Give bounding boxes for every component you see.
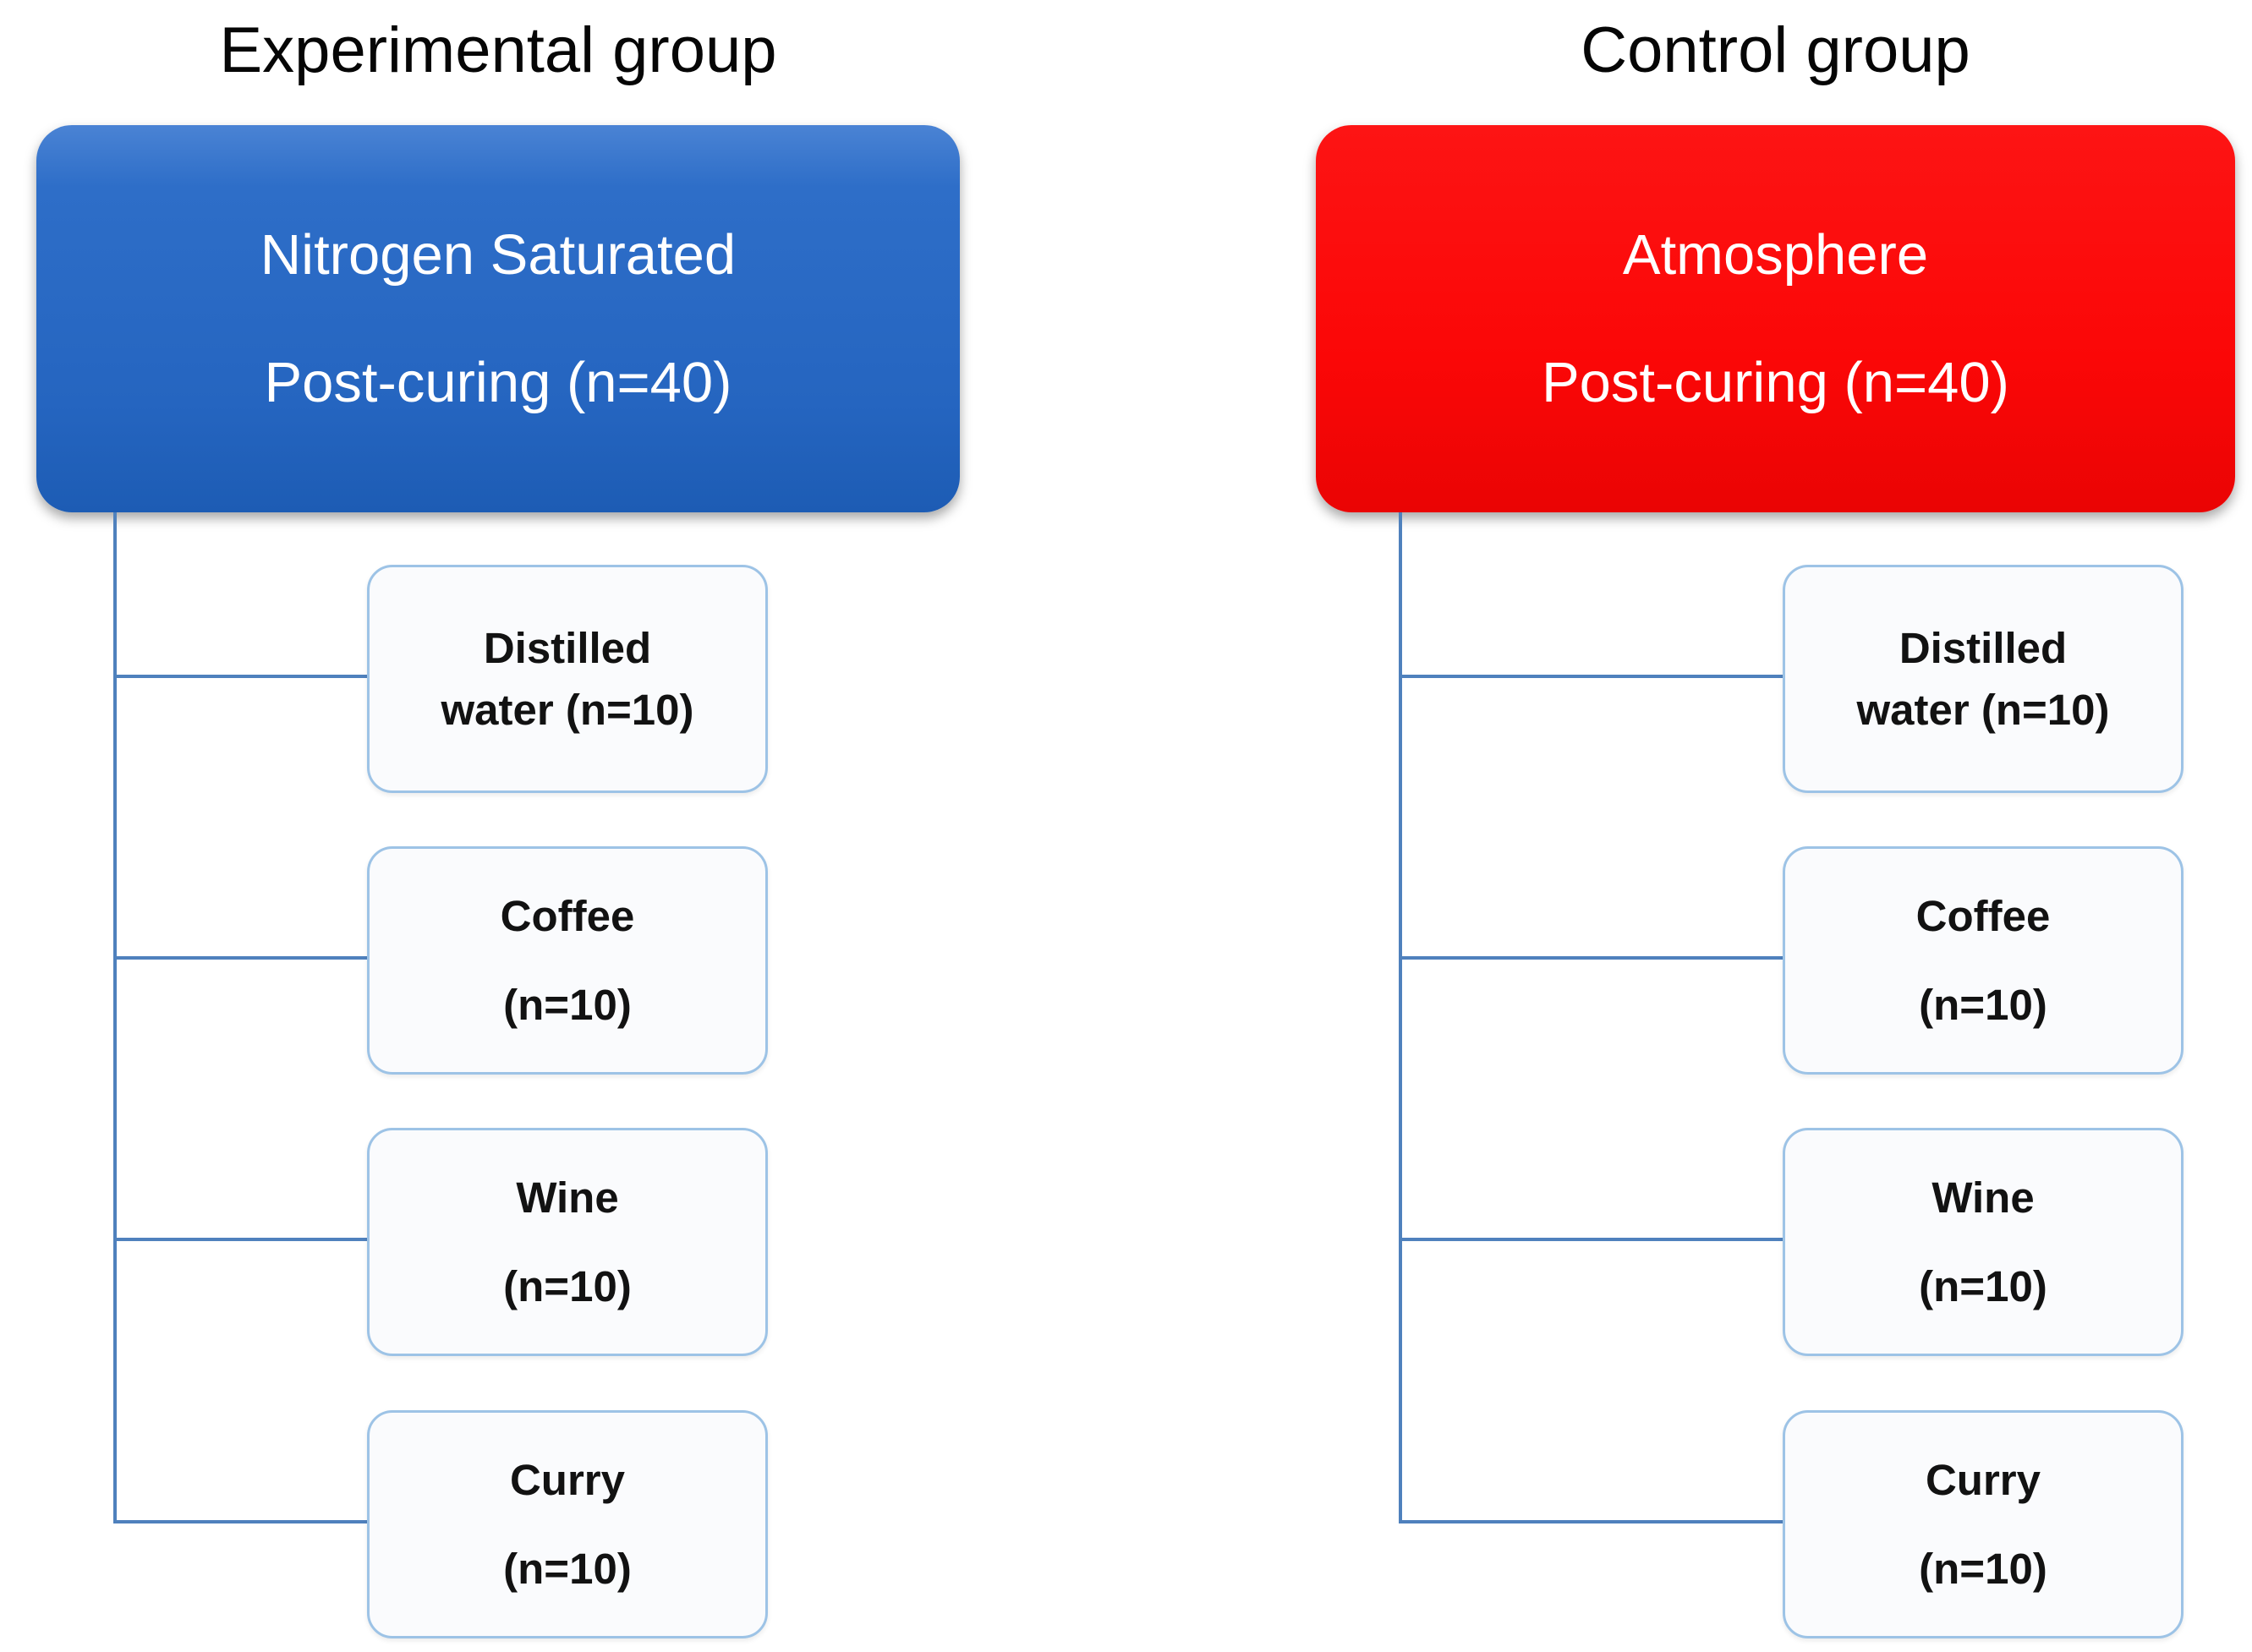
connector-branch [113,956,367,960]
parent-node-line: Post-curing (n=40) [264,351,732,414]
child-node-line: water (n=10) [1856,686,2110,734]
child-node-coffee: Coffee (n=10) [1783,846,2184,1075]
child-node-line: water (n=10) [441,686,694,734]
connector-branch [113,1238,367,1241]
child-node-line: Curry [509,1456,626,1504]
child-node-line: Distilled [1899,624,2068,672]
child-node-line: (n=10) [503,1262,632,1310]
child-node-line: Distilled [483,624,652,672]
control-parent-node: Atmosphere Post-curing (n=40) [1316,125,2235,512]
child-node-line: Wine [1931,1173,2035,1222]
connector-trunk [113,512,117,1522]
connector-branch [1399,675,1783,678]
child-node-wine: Wine (n=10) [367,1128,768,1356]
child-node-line: (n=10) [1919,1262,2047,1310]
child-node-line: Coffee [500,892,635,940]
child-node-line: Curry [1925,1456,2041,1504]
parent-node-line: Post-curing (n=40) [1541,351,2009,414]
child-node-distilled-water: Distilled water (n=10) [367,565,768,793]
child-node-curry: Curry (n=10) [1783,1410,2184,1638]
child-node-curry: Curry (n=10) [367,1410,768,1638]
connector-branch [1399,956,1783,960]
experimental-column-title: Experimental group [219,14,777,86]
control-column-title: Control group [1581,14,1970,86]
child-node-line: (n=10) [503,981,632,1029]
connector-branch [113,675,367,678]
child-node-line: (n=10) [503,1545,632,1593]
connector-branch [1399,1238,1783,1241]
child-node-line: Coffee [1915,892,2051,940]
child-node-wine: Wine (n=10) [1783,1128,2184,1356]
experimental-parent-node: Nitrogen Saturated Post-curing (n=40) [36,125,960,512]
parent-node-line: Atmosphere [1622,223,1929,287]
child-node-line: (n=10) [1919,1545,2047,1593]
connector-branch [1399,1520,1783,1523]
connector-trunk [1399,512,1402,1522]
child-node-line: Wine [516,1173,619,1222]
parent-node-line: Nitrogen Saturated [260,223,737,287]
child-node-distilled-water: Distilled water (n=10) [1783,565,2184,793]
connector-branch [113,1520,367,1523]
child-node-line: (n=10) [1919,981,2047,1029]
child-node-coffee: Coffee (n=10) [367,846,768,1075]
